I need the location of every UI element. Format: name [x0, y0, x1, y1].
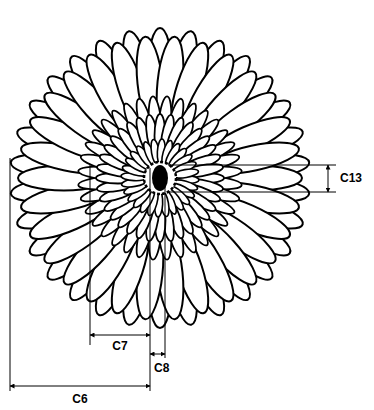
- flower-disc: [144, 162, 176, 194]
- dimension-label: C8: [153, 361, 170, 375]
- flower-center: [152, 165, 168, 191]
- dimension-label: C13: [339, 171, 363, 185]
- dimension-label: C7: [111, 339, 128, 353]
- dimension-label: C6: [71, 392, 88, 406]
- flower-petals: [10, 28, 311, 328]
- dimension-lines: [10, 158, 336, 391]
